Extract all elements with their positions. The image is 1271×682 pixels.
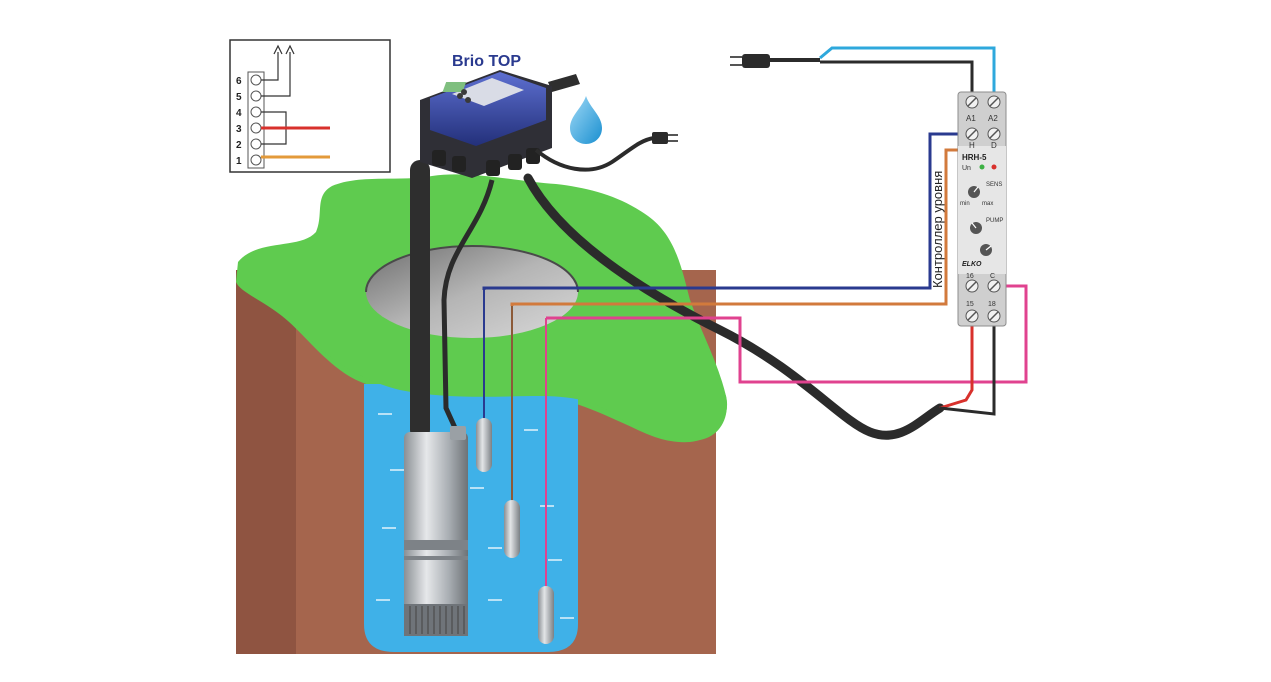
pump-cable — [441, 179, 495, 432]
brio-top-controller: Brio TOP — [420, 53, 580, 178]
controller-brand-label: Brio TOP — [452, 53, 521, 70]
terminal-c-label: C — [990, 273, 995, 280]
wire-black-18 — [939, 314, 996, 416]
terminal-a1-label: A1 — [966, 114, 976, 123]
wire-blue-h — [482, 132, 968, 290]
inset-terminal-2: 2 — [236, 140, 242, 151]
terminal-d-label: D — [991, 141, 997, 150]
probe-upper — [476, 418, 492, 472]
wire-red-15 — [939, 314, 974, 410]
probe-common — [538, 586, 554, 644]
relay-side-label: Контроллер уровня — [930, 171, 945, 288]
well-opening-rim — [365, 245, 579, 293]
led-relay — [991, 164, 997, 170]
terminal-15-label: 15 — [966, 301, 974, 308]
inset-terminal-5: 5 — [236, 92, 242, 103]
terminal-a2-label: A2 — [988, 114, 998, 123]
probe-lower — [504, 500, 520, 558]
relay-model-label: HRH-5 — [962, 153, 987, 162]
inset-terminal-6: 6 — [236, 76, 242, 87]
terminal-16-label: 16 — [966, 273, 974, 280]
controller-power-cable — [523, 173, 945, 440]
inset-terminal-1: 1 — [236, 156, 242, 167]
mains-plug-icon — [730, 54, 820, 68]
controller-plug-cable — [534, 136, 655, 172]
wire-cyan-a2 — [819, 46, 996, 98]
submersible-pump — [404, 426, 468, 636]
knob-pump-label: PUMP — [986, 218, 1003, 224]
inset-terminal-diagram: 6 5 4 3 2 1 — [229, 39, 391, 173]
level-probes — [476, 290, 554, 644]
knob-min-label: min — [960, 201, 970, 207]
relay-led-label: Un — [962, 165, 971, 172]
wire-black-a1 — [820, 60, 974, 98]
water-drop-icon — [570, 96, 602, 144]
soil-shade — [236, 270, 296, 654]
inset-terminal-3: 3 — [236, 124, 242, 135]
grass-front — [300, 300, 727, 442]
terminal-18-label: 18 — [988, 301, 996, 308]
wire-pink-c — [546, 284, 1028, 384]
inset-terminal-4: 4 — [236, 108, 242, 119]
knob-max-label: max — [982, 201, 993, 207]
relay-brand-label: ELKO — [962, 261, 982, 268]
hrh5-relay: A1 A2 H D HRH-5 Un SENS min max PUMP ELK… — [957, 91, 1007, 327]
controller-plug-icon — [652, 132, 678, 144]
knob-sens-label: SENS — [986, 182, 1002, 188]
led-power — [979, 164, 985, 170]
terminal-h-label: H — [969, 141, 975, 150]
